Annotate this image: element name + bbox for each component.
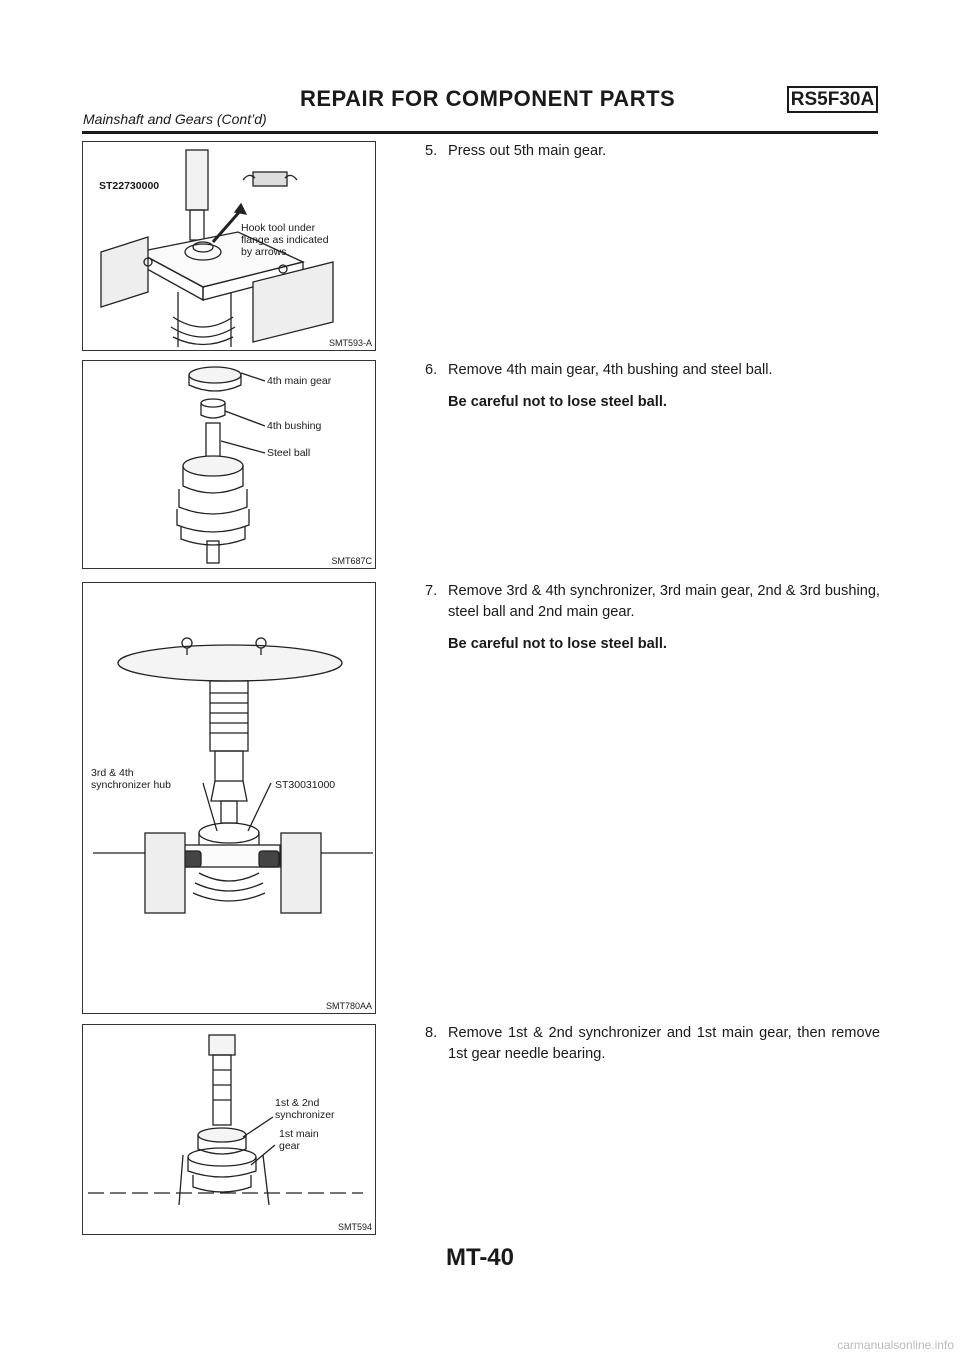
step-7: 7. Remove 3rd & 4th synchronizer, 3rd ma…: [425, 581, 880, 655]
callout-label: flange as indicated: [241, 234, 329, 246]
caution-note: Be careful not to lose steel ball.: [448, 636, 667, 652]
part-label-sync: synchronizer: [275, 1109, 335, 1121]
press-5th-gear-illustration: [100, 149, 334, 347]
mainshaft-gears-illustration: [176, 366, 266, 564]
watermark: carmanualsonline.info: [837, 1338, 954, 1352]
figure-code: SMT594: [337, 1222, 372, 1232]
part-label-hub: synchronizer hub: [91, 779, 171, 791]
section-subtitle: Mainshaft and Gears (Cont’d): [83, 111, 267, 127]
figure-smt593a: ST22730000 Hook tool under flange as ind…: [82, 141, 376, 351]
figure-smt780aa: 3rd & 4th synchronizer hub ST30031000 SM…: [82, 582, 376, 1014]
part-label-hub: 3rd & 4th: [91, 767, 134, 779]
figure-smt594: 1st & 2nd synchronizer 1st main gear SMT…: [82, 1024, 376, 1235]
figure-code: SMT593-A: [328, 338, 372, 348]
tool-number-label: ST22730000: [99, 180, 160, 192]
callout-label: by arrows.: [241, 246, 290, 258]
mainshaft-1st-gear-illustration: [88, 1034, 363, 1206]
part-label-4th-main-gear: 4th main gear: [267, 375, 332, 387]
callout-label: Hook tool under: [241, 222, 316, 234]
step-text: Remove 1st & 2nd synchronizer and 1st ma…: [448, 1025, 880, 1062]
step-6: 6. Remove 4th main gear, 4th bushing and…: [425, 360, 880, 413]
step-number: 8.: [425, 1025, 438, 1041]
part-label-1st-gear: gear: [279, 1140, 301, 1152]
figure-smt687c: 4th main gear 4th bushing Steel ball SMT…: [82, 360, 376, 569]
tool-number-label: ST30031000: [275, 779, 336, 791]
step-number: 5.: [425, 143, 438, 159]
figure-code: SMT687C: [331, 556, 372, 566]
step-number: 6.: [425, 362, 438, 378]
model-badge: RS5F30A: [787, 86, 878, 113]
step-text: Press out 5th main gear.: [448, 143, 607, 159]
step-text: Remove 4th main gear, 4th bushing and st…: [448, 362, 773, 378]
part-label-steel-ball: Steel ball: [267, 447, 311, 459]
header-divider: [82, 131, 878, 134]
figure-code: SMT780AA: [325, 1001, 372, 1011]
part-label-1st-gear: 1st main: [279, 1128, 319, 1140]
part-label-4th-bushing: 4th bushing: [267, 420, 322, 432]
step-number: 7.: [425, 583, 438, 599]
press-synchronizer-illustration: [93, 637, 373, 914]
section-title: REPAIR FOR COMPONENT PARTS: [300, 86, 676, 111]
step-8: 8. Remove 1st & 2nd synchronizer and 1st…: [425, 1023, 880, 1065]
step-5: 5. Press out 5th main gear.: [425, 141, 880, 162]
caution-note: Be careful not to lose steel ball.: [448, 394, 667, 410]
part-label-sync: 1st & 2nd: [275, 1097, 320, 1109]
step-text: Remove 3rd & 4th synchronizer, 3rd main …: [448, 583, 880, 620]
page-number: MT-40: [445, 1244, 514, 1271]
